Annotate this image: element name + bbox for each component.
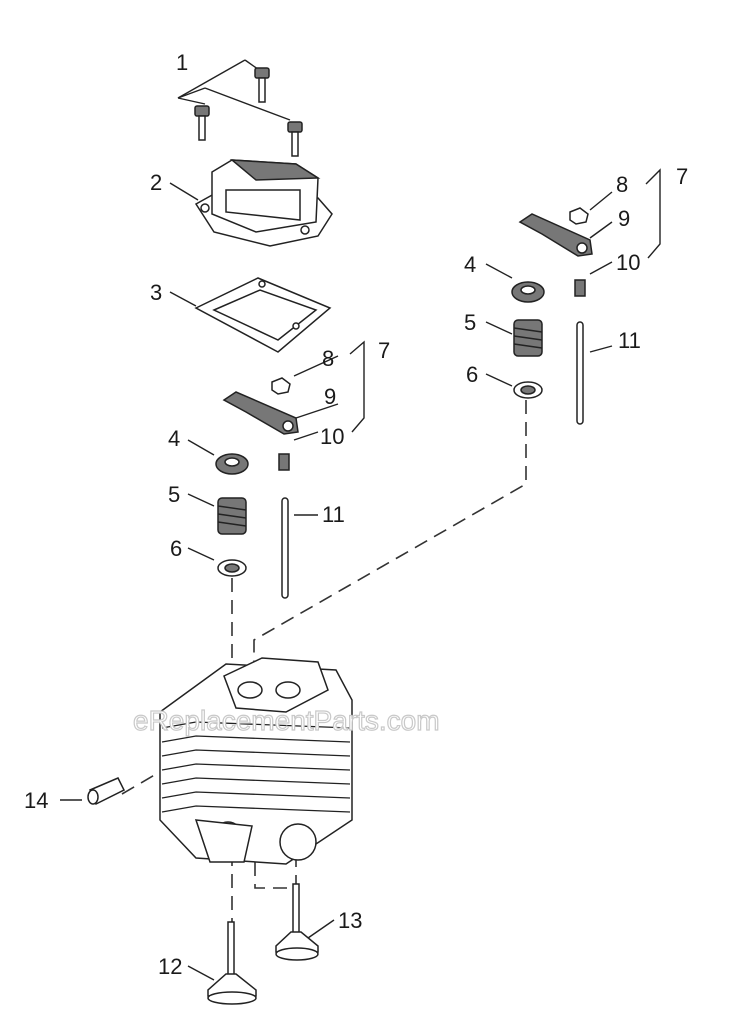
callout-4-left: 4 [168,426,180,451]
valve-spring-icon [513,319,543,357]
callout-8-right: 8 [616,172,628,197]
callout-11-left: 11 [322,502,345,527]
pivot-stud-icon [574,279,586,297]
bolt-group [177,59,303,157]
nut-icon [569,207,589,225]
callout-5-right: 5 [464,310,476,335]
valve-icon [187,921,257,1005]
callout-8-left: 8 [322,346,334,371]
push-rod-icon [576,321,584,425]
rocker-assembly-right [485,168,661,425]
callout-4-right: 4 [464,252,476,277]
callout-12: 12 [158,954,182,979]
cooling-fins [161,721,351,813]
pivot-stud-icon [278,453,290,471]
callout-3: 3 [150,280,162,305]
gasket-icon [169,277,332,353]
callout-10-right: 10 [616,250,640,275]
callout-9-right: 9 [618,206,630,231]
callout-2: 2 [150,170,162,195]
push-rod-icon [281,497,289,599]
bolt-icon [254,67,270,103]
callout-labels: 1 2 3 4 5 6 7 8 9 10 11 4 5 6 7 8 9 10 1… [24,50,688,979]
rocker-arm-icon [518,213,593,257]
bolt-icon [287,121,303,157]
spring-retainer-icon [511,281,545,303]
callout-10-left: 10 [320,424,344,449]
valve-icon [275,883,335,961]
valve-cover-icon [169,159,333,247]
callout-14: 14 [24,788,48,813]
valve-spring-icon [217,497,247,535]
spring-seat-icon [513,381,543,399]
callout-13: 13 [338,908,362,933]
nut-icon [271,377,291,395]
spring-retainer-icon [215,453,249,475]
callout-6-right: 6 [466,362,478,387]
rocker-arm-icon [222,391,299,435]
spring-seat-icon [217,559,247,577]
cylinder-head-icon [159,657,353,865]
callout-7-left: 7 [378,338,390,363]
rocker-assembly-left [187,340,365,599]
dowel-pin-icon [60,777,126,806]
callout-7-right: 7 [676,164,688,189]
bolt-icon [194,105,210,141]
callout-1: 1 [176,50,188,75]
alignment-lines [121,400,527,925]
callout-5-left: 5 [168,482,180,507]
watermark: eReplacementParts.com [133,705,440,736]
callout-6-left: 6 [170,536,182,561]
callout-9-left: 9 [324,384,336,409]
callout-11-right: 11 [618,328,641,353]
